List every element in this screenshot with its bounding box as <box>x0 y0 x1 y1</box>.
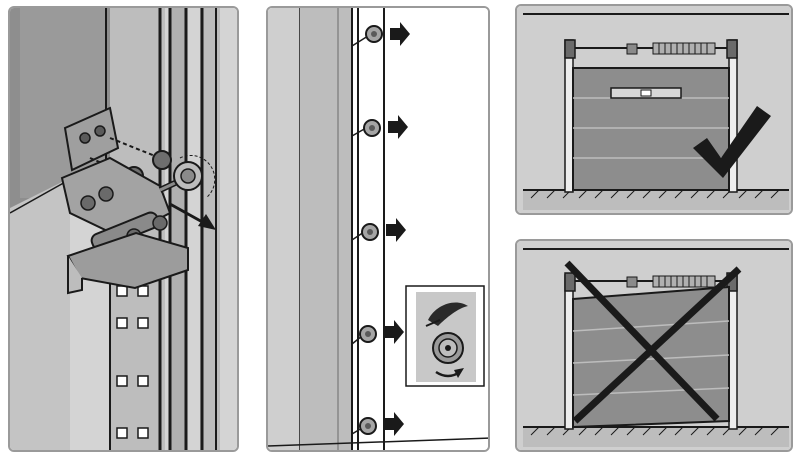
correct-level-door-panel <box>515 4 793 215</box>
roller-5 <box>351 412 404 436</box>
roller-2 <box>351 115 408 139</box>
arrow-right-icon <box>384 412 404 436</box>
arrow-right-icon <box>198 214 216 230</box>
roller-track-panel <box>266 6 490 452</box>
roller-1 <box>351 22 410 47</box>
arrow-right-icon <box>390 22 410 46</box>
roller-3 <box>351 218 406 242</box>
incorrect-door-illustration <box>517 241 791 450</box>
cross-icon <box>564 260 742 424</box>
hinge-assembly-illustration <box>10 8 237 450</box>
lubrication-inset <box>405 285 485 387</box>
checkmark-icon <box>693 106 771 178</box>
arrow-right-icon <box>384 320 404 344</box>
incorrect-tilted-door-panel <box>515 239 793 452</box>
arrow-right-icon <box>388 115 408 139</box>
roller-4 <box>351 320 404 345</box>
hinge-assembly-panel <box>8 6 239 452</box>
correct-door-illustration <box>517 6 791 213</box>
arrow-right-icon <box>386 218 406 242</box>
roller-track-illustration <box>268 8 488 450</box>
